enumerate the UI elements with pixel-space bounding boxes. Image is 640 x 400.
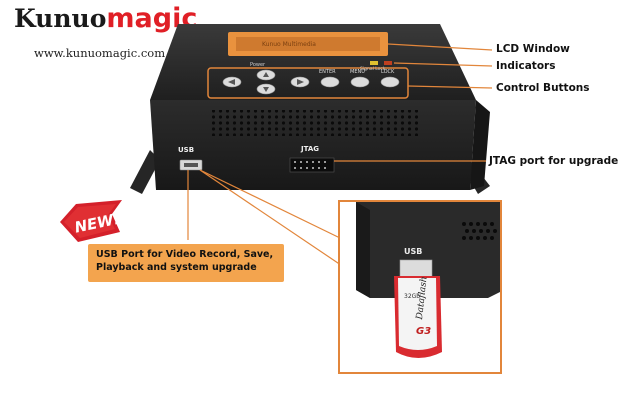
usb-callout-box: USB Port for Video Record, Save, Playbac… xyxy=(88,244,284,282)
indicator-lock-led xyxy=(384,61,392,65)
usb-callout-line2: Playback and system upgrade xyxy=(96,262,257,273)
usb-callout-line1: USB Port for Video Record, Save, xyxy=(96,249,274,260)
usb-inset-illustration: USB Dataflash 32Gb G3 xyxy=(356,202,500,358)
lcd-brand-text: Kunuo Multimedia xyxy=(262,41,316,48)
callout-indicators: Indicators xyxy=(496,60,556,72)
callout-control-buttons: Control Buttons xyxy=(496,82,590,94)
jtag-port-label: JTAG xyxy=(300,145,319,153)
brand-name-part1: Kunuo xyxy=(14,4,107,33)
indicator-signal-led xyxy=(370,61,378,65)
brand-url: www.kunuomagic.com xyxy=(34,46,166,60)
stick-size-text: 32Gb xyxy=(404,293,420,300)
vent-grille xyxy=(212,110,418,136)
stick-brand-text: Dataflash xyxy=(415,276,430,321)
power-label: Power xyxy=(250,62,266,68)
usb-port-label: USB xyxy=(178,146,194,154)
callout-jtag-port: JTAG port for upgrade xyxy=(489,155,619,167)
stick-model-text: G3 xyxy=(416,326,431,337)
device-side xyxy=(470,100,490,190)
right-arrow-icon xyxy=(297,79,304,85)
brand-logo: Kunuomagic xyxy=(14,4,197,34)
button-panel xyxy=(207,67,409,99)
down-arrow-icon xyxy=(263,87,269,92)
callout-lcd-window: LCD Window xyxy=(496,43,570,55)
inset-usb-label: USB xyxy=(404,247,422,256)
jtag-header xyxy=(289,157,335,173)
up-arrow-icon xyxy=(263,72,269,77)
indicator-labels: Signal Lock xyxy=(360,66,386,72)
menu-label: MENU xyxy=(350,69,365,75)
new-badge: NEW! xyxy=(60,200,122,242)
left-arrow-icon xyxy=(228,79,235,85)
left-mount-bracket xyxy=(130,150,160,194)
enter-label: ENTER xyxy=(319,69,336,75)
lcd-screen xyxy=(236,37,380,51)
usb-inset-photo: USB Dataflash 32Gb G3 xyxy=(338,200,502,374)
callout-lines xyxy=(187,43,493,287)
lock-label: LOCK xyxy=(381,69,395,75)
usb-stick: Dataflash 32Gb G3 xyxy=(394,259,442,358)
